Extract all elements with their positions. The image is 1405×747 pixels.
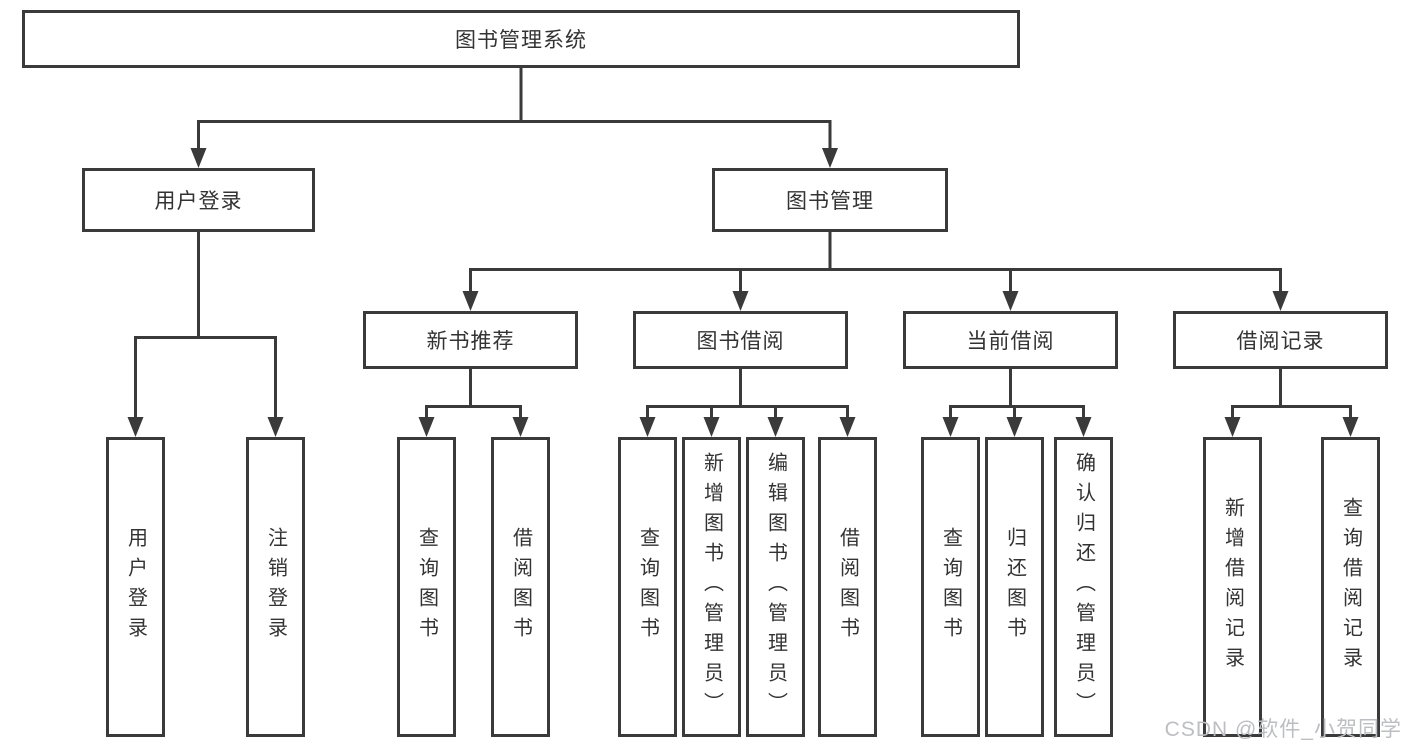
leaf-label: 查询借阅记录 xyxy=(1339,497,1362,677)
node-current-borrow: 当前借阅 xyxy=(903,311,1118,369)
node-label: 用户登录 xyxy=(154,190,243,213)
leaf-label: 查询图书 xyxy=(939,527,962,647)
leaf-add-borrow-record: 新增借阅记录 xyxy=(1203,437,1262,737)
node-book-management: 图书管理 xyxy=(712,168,948,232)
node-label: 图书管理 xyxy=(786,190,874,213)
node-user-login: 用户登录 xyxy=(82,168,315,232)
leaf-query-borrow-record: 查询借阅记录 xyxy=(1321,437,1380,737)
csdn-watermark: CSDN @软件_小贺同学 xyxy=(1164,718,1402,741)
leaf-label: 归还图书 xyxy=(1003,527,1026,647)
leaf-label: 借阅图书 xyxy=(836,527,859,647)
node-root-system: 图书管理系统 xyxy=(22,10,1020,68)
leaf-label: 确认归还（管理员） xyxy=(1072,452,1095,722)
leaf-label: 查询图书 xyxy=(415,527,438,647)
leaf-add-book-admin: 新增图书（管理员） xyxy=(682,437,741,737)
leaf-return-book: 归还图书 xyxy=(985,437,1044,737)
leaf-borrow-book: 借阅图书 xyxy=(818,437,877,737)
leaf-current-query-book: 查询图书 xyxy=(921,437,980,737)
leaf-label: 新增图书（管理员） xyxy=(700,452,723,722)
leaf-recommend-borrow-book: 借阅图书 xyxy=(491,437,550,737)
leaf-label: 新增借阅记录 xyxy=(1221,497,1244,677)
leaf-label: 注销登录 xyxy=(264,527,287,647)
node-label: 借阅记录 xyxy=(1236,330,1325,353)
leaf-login: 用户登录 xyxy=(106,437,165,737)
leaf-borrow-query-book: 查询图书 xyxy=(618,437,677,737)
node-label: 图书借阅 xyxy=(696,330,785,353)
node-new-book-recommend: 新书推荐 xyxy=(363,311,578,369)
leaf-label: 借阅图书 xyxy=(509,527,532,647)
node-label: 新书推荐 xyxy=(426,330,515,353)
node-borrow-records: 借阅记录 xyxy=(1173,311,1388,369)
leaf-label: 用户登录 xyxy=(124,527,147,647)
leaf-confirm-return-admin: 确认归还（管理员） xyxy=(1054,437,1113,737)
leaf-logout: 注销登录 xyxy=(246,437,305,737)
node-book-borrow: 图书借阅 xyxy=(633,311,848,369)
arrowheads xyxy=(127,148,1359,437)
leaf-label: 编辑图书（管理员） xyxy=(764,452,787,722)
leaf-edit-book-admin: 编辑图书（管理员） xyxy=(746,437,805,737)
node-label: 图书管理系统 xyxy=(455,29,587,52)
node-label: 当前借阅 xyxy=(966,330,1055,353)
leaf-recommend-query-book: 查询图书 xyxy=(397,437,456,737)
leaf-label: 查询图书 xyxy=(636,527,659,647)
